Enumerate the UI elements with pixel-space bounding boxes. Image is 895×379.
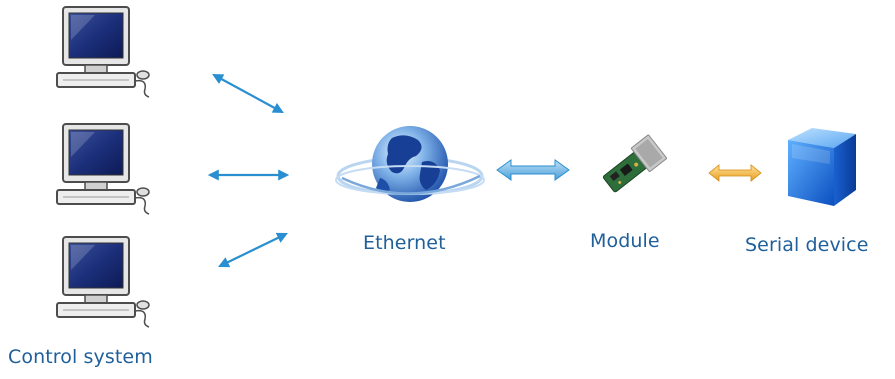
- computer-icon-1: [55, 5, 155, 100]
- double-arrow-icon-ethernet-module: [496, 159, 570, 181]
- ethernet-label: Ethernet: [363, 232, 446, 254]
- serial-device-cube-icon: [782, 124, 862, 210]
- double-arrow-icon-module-serial: [708, 164, 762, 182]
- control-system-label: Control system: [8, 346, 153, 368]
- computer-icon-2: [55, 122, 155, 217]
- computer-icon-3: [55, 235, 155, 330]
- module-icon: [598, 133, 670, 197]
- module-label: Module: [590, 230, 660, 252]
- globe-icon: [330, 118, 490, 218]
- double-arrow-icon-top: [212, 73, 284, 114]
- serial-device-label: Serial device: [745, 234, 869, 256]
- double-arrow-icon-bottom: [218, 232, 288, 268]
